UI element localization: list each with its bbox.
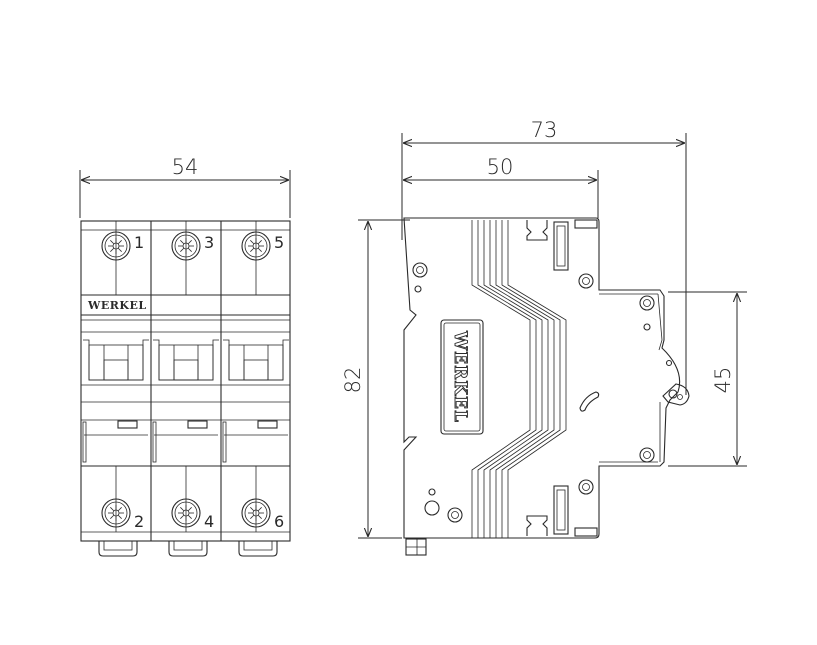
indicator-window bbox=[257, 420, 278, 429]
dimension-label-50: 50 bbox=[487, 155, 514, 179]
terminal-screw-icon bbox=[241, 231, 271, 261]
pole-1: 12 bbox=[82, 221, 149, 557]
pole-2: 34 bbox=[150, 221, 219, 557]
terminal-number-bottom: 2 bbox=[134, 512, 144, 531]
dimension-side-total-depth: 73 bbox=[401, 118, 687, 395]
terminal-screw-icon bbox=[171, 231, 201, 261]
terminal-number-bottom: 4 bbox=[204, 512, 214, 531]
arc-slot bbox=[579, 391, 600, 412]
terminal-screw-icon bbox=[101, 231, 131, 261]
front-brand-label: WERKEL bbox=[87, 299, 147, 312]
lever bbox=[662, 383, 690, 406]
terminal-screw-icon bbox=[241, 498, 271, 528]
dimension-side-body-depth: 50 bbox=[403, 155, 599, 218]
dimension-label-82: 82 bbox=[341, 367, 365, 394]
side-brand-label: WERKEL bbox=[450, 330, 470, 423]
rivet-holes bbox=[412, 262, 673, 523]
dimension-front-width: 54 bbox=[79, 155, 291, 218]
terminal-number-top: 3 bbox=[204, 233, 214, 252]
terminal-screw-icon bbox=[101, 498, 131, 528]
side-view: WERKEL bbox=[403, 217, 690, 556]
din-clip bbox=[98, 541, 138, 557]
dimension-label-54: 54 bbox=[172, 155, 199, 179]
dimension-rail-height: 45 bbox=[668, 291, 747, 467]
dimension-label-73: 73 bbox=[531, 118, 558, 142]
indicator-window bbox=[117, 420, 138, 429]
din-clip bbox=[238, 541, 278, 557]
dimension-height: 82 bbox=[341, 219, 410, 539]
dimension-label-45: 45 bbox=[711, 367, 735, 394]
din-clip bbox=[168, 541, 208, 557]
indicator-window bbox=[187, 420, 208, 429]
terminal-number-top: 1 bbox=[134, 233, 144, 252]
terminal-number-top: 5 bbox=[274, 233, 284, 252]
housing-ribs bbox=[471, 220, 567, 538]
pole-3: 56 bbox=[220, 221, 289, 557]
terminal-screw-icon bbox=[171, 498, 201, 528]
terminal-number-bottom: 6 bbox=[274, 512, 284, 531]
